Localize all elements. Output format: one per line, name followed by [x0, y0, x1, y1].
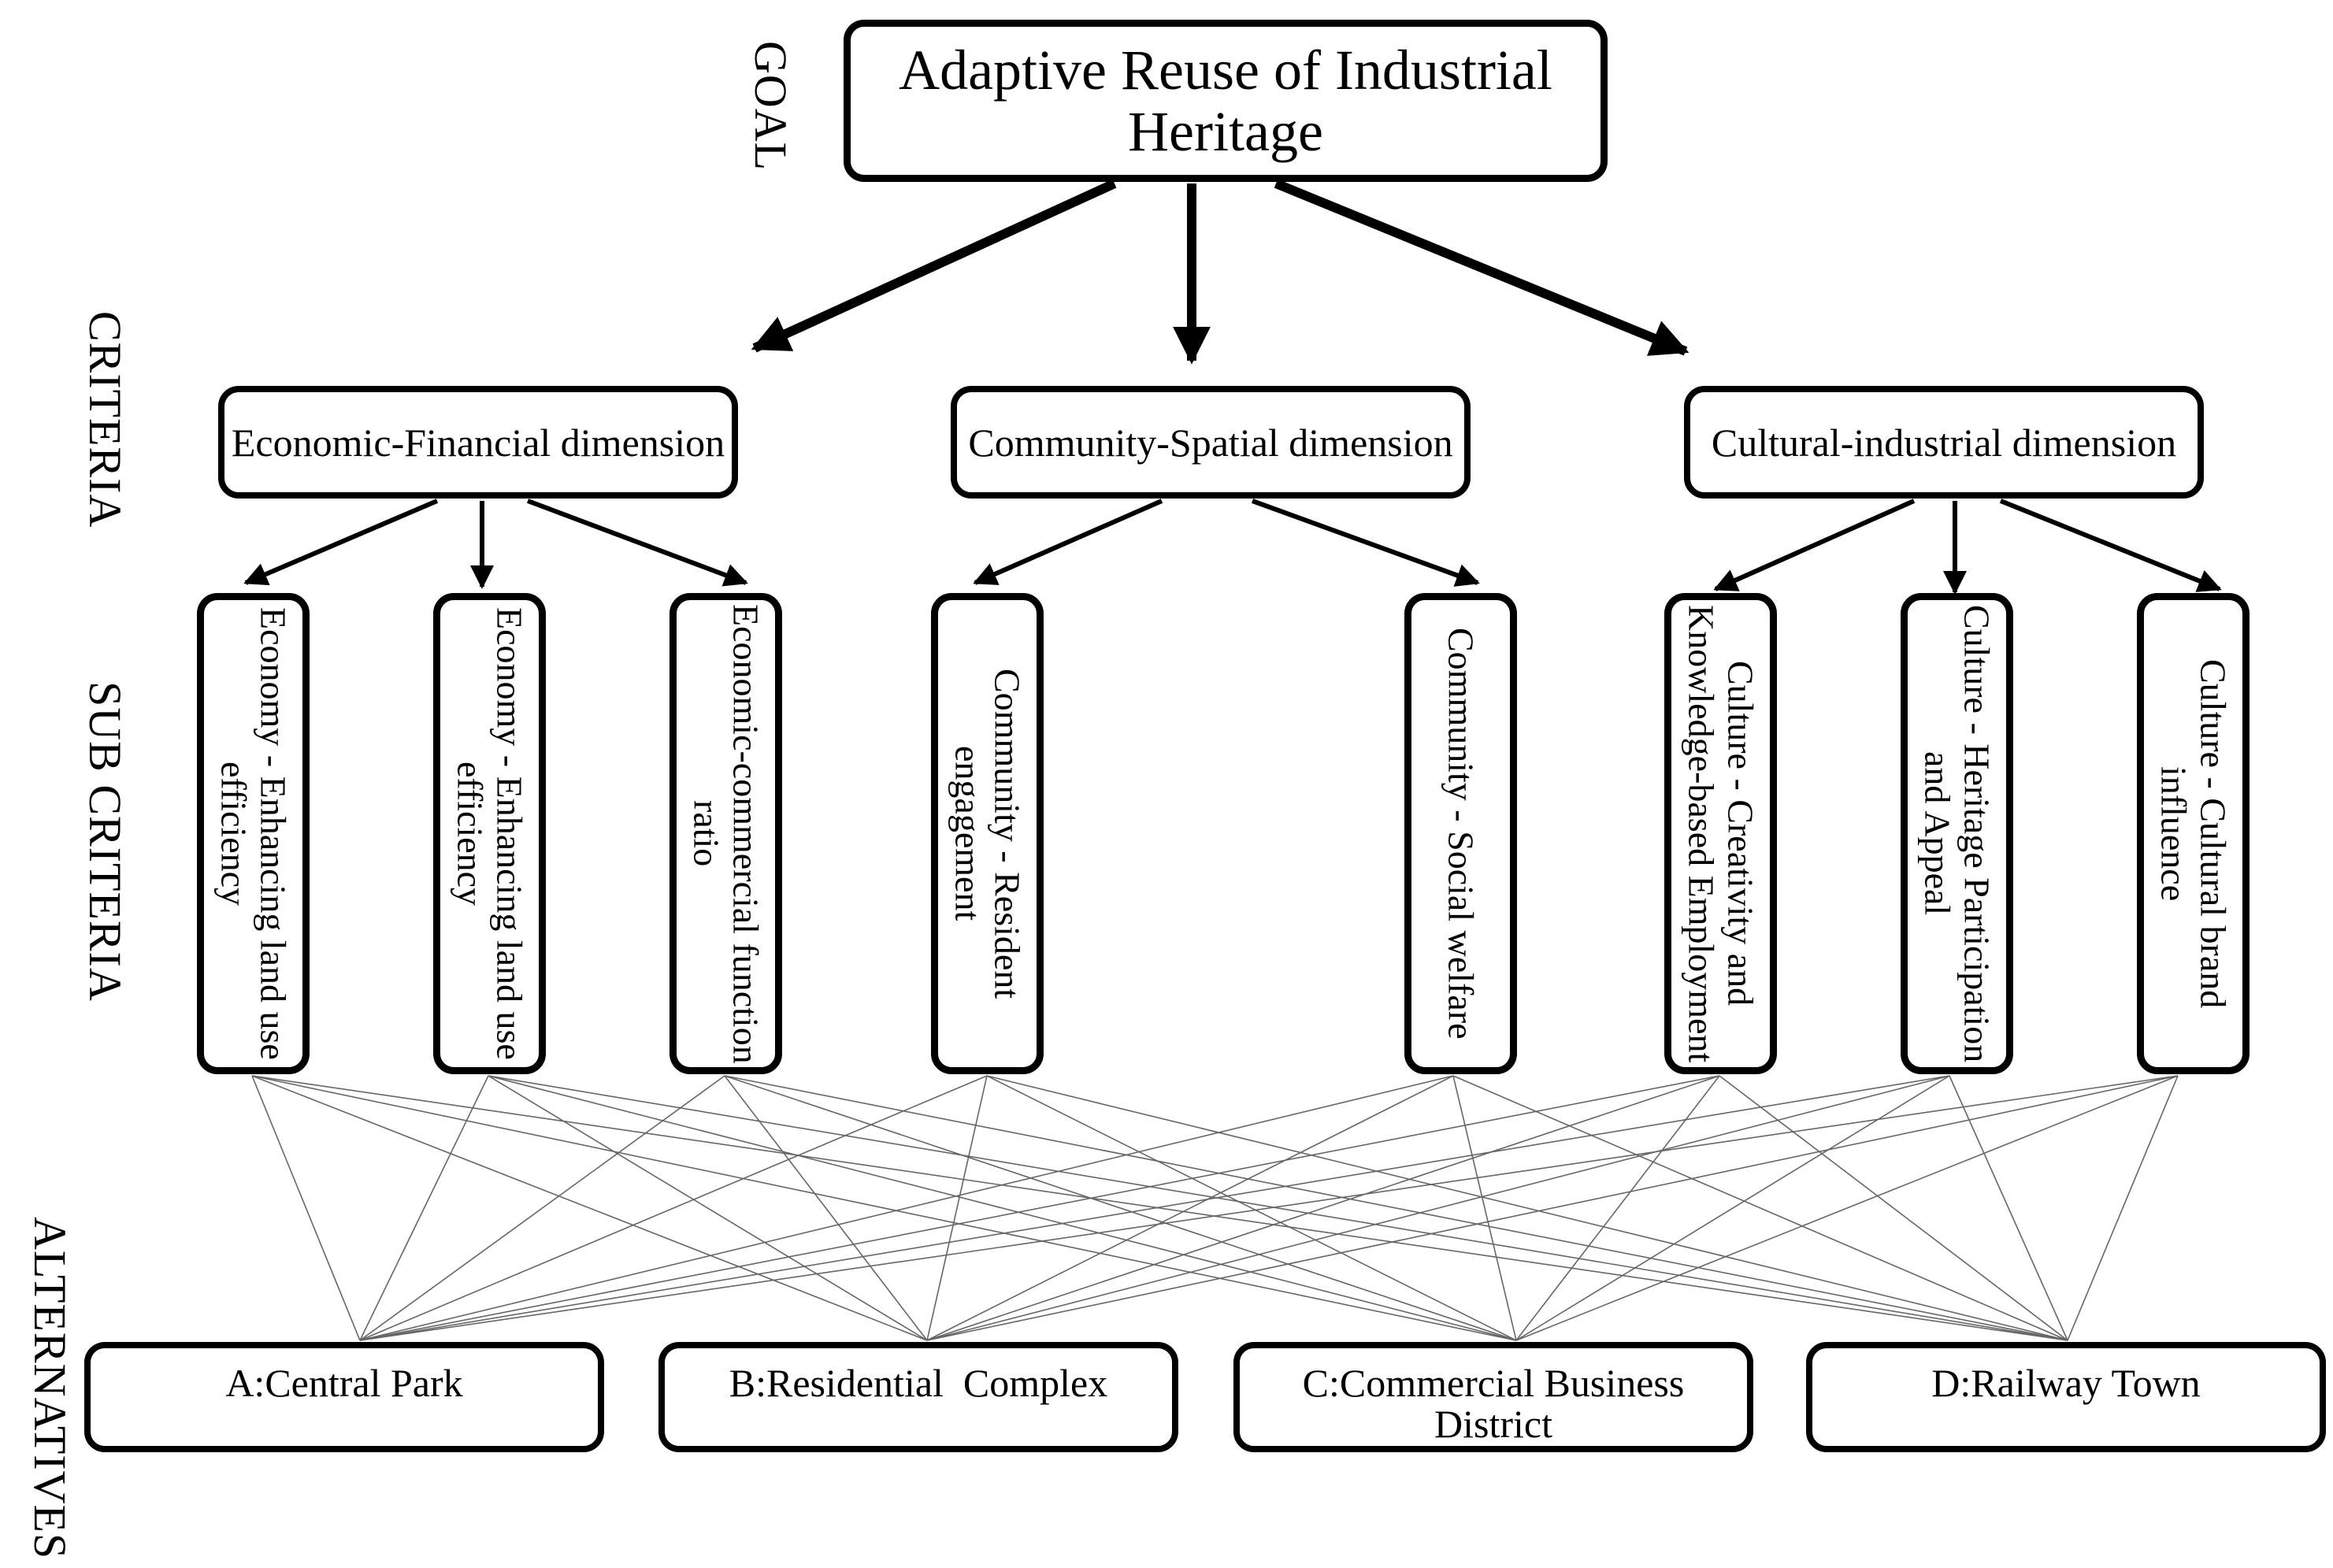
sub-to-alternative-line	[359, 1075, 2179, 1341]
criterion-to-sub-criterion-arrow	[1713, 499, 1916, 591]
sub-criteria-arrows	[243, 499, 2222, 595]
goal-box: Adaptive Reuse of Industrial Heritage	[844, 20, 1608, 182]
sub-to-alternative-line	[2067, 1075, 2179, 1341]
alternative-link-lines	[251, 1075, 2179, 1341]
sub-criterion-economy-land-use-1: Economy - Enhancing land use efficiency	[197, 593, 310, 1074]
sub-to-alternative-line	[359, 1075, 1950, 1341]
goal-to-criterion-arrow	[751, 179, 1117, 353]
level-label-goal: GOAL	[745, 41, 796, 172]
sub-to-alternative-line	[926, 1075, 1720, 1341]
sub-to-alternative-line	[1452, 1075, 1517, 1341]
criterion-to-sub-criterion-arrow	[1999, 499, 2222, 592]
sub-criterion-label: Economy - Enhancing land use efficiency	[213, 607, 294, 1060]
sub-to-alternative-line	[359, 1075, 1720, 1341]
sub-criterion-community-social-welfare: Community - Social welfare	[1404, 593, 1517, 1074]
sub-to-alternative-line	[488, 1075, 928, 1341]
alternative-b-residential-complex: B:Residential Complex	[658, 1342, 1178, 1452]
sub-criterion-culture-brand-influence: Culture - Cultural brand influence	[2137, 593, 2250, 1074]
goal-label: Adaptive Reuse of Industrial Heritage	[899, 39, 1552, 163]
sub-criterion-label: Community - Resident engagement	[948, 668, 1028, 999]
sub-criterion-label: Culture - Cultural brand influence	[2153, 658, 2234, 1009]
alternative-label: C:Commercial Business District	[1302, 1361, 1685, 1446]
sub-to-alternative-line	[251, 1075, 1517, 1341]
sub-criterion-economy-land-use-2: Economy - Enhancing land use efficiency	[433, 593, 546, 1074]
sub-criterion-community-resident-engagement: Community - Resident engagement	[931, 593, 1044, 1074]
sub-to-alternative-line	[926, 1075, 2179, 1341]
alternative-a-central-park: A:Central Park	[84, 1342, 604, 1452]
sub-to-alternative-line	[926, 1075, 1950, 1341]
sub-to-alternative-line	[359, 1075, 489, 1341]
alternative-label: B:Residential Complex	[729, 1361, 1108, 1405]
sub-to-alternative-line	[1515, 1075, 1950, 1341]
sub-to-alternative-line	[359, 1075, 1454, 1341]
alternative-d-railway-town: D:Railway Town	[1806, 1342, 2326, 1452]
sub-to-alternative-line	[1515, 1075, 2179, 1341]
sub-criterion-label: Culture - Heritage Participation and App…	[1917, 604, 1997, 1063]
sub-to-alternative-line	[724, 1075, 928, 1341]
criterion-label: Cultural-industrial dimension	[1711, 420, 2177, 465]
criterion-to-sub-criterion-arrow	[526, 499, 748, 587]
sub-to-alternative-line	[926, 1075, 1454, 1341]
sub-to-alternative-line	[251, 1075, 928, 1341]
sub-to-alternative-line	[1949, 1075, 2068, 1341]
sub-to-alternative-line	[986, 1075, 2068, 1341]
level-label-criteria: CRITERIA	[80, 311, 131, 528]
sub-to-alternative-line	[724, 1075, 2068, 1341]
criteria-arrows	[751, 179, 1689, 365]
sub-to-alternative-line	[251, 1075, 2068, 1341]
sub-to-alternative-line	[251, 1075, 361, 1341]
goal-to-criterion-arrow	[1274, 179, 1689, 356]
criterion-label: Community-Spatial dimension	[968, 420, 1453, 465]
criterion-to-sub-criterion-arrow	[1251, 499, 1480, 587]
criterion-to-sub-criterion-arrow	[243, 499, 439, 586]
sub-to-alternative-line	[1452, 1075, 2068, 1341]
sub-criterion-culture-creativity-employment: Culture - Creativity and Knowledge-based…	[1664, 593, 1777, 1074]
level-label-sub-criteria: SUB CRITERIA	[80, 681, 131, 1002]
sub-criterion-label: Economic-commercial function ratio	[686, 603, 766, 1064]
sub-to-alternative-line	[359, 1075, 988, 1341]
sub-to-alternative-line	[926, 1075, 988, 1341]
sub-to-alternative-line	[488, 1075, 1517, 1341]
level-label-alternatives: ALTERNATIVES	[24, 1217, 76, 1560]
sub-to-alternative-line	[359, 1075, 725, 1341]
criterion-label: Economic-Financial dimension	[231, 420, 725, 465]
criterion-community-spatial: Community-Spatial dimension	[951, 386, 1471, 499]
sub-to-alternative-line	[986, 1075, 1517, 1341]
sub-to-alternative-line	[1719, 1075, 2068, 1341]
sub-criterion-economic-commercial-ratio: Economic-commercial function ratio	[669, 593, 782, 1074]
criterion-to-sub-criterion-arrow	[973, 499, 1163, 585]
sub-criterion-culture-heritage-participation: Culture - Heritage Participation and App…	[1901, 593, 2013, 1074]
sub-to-alternative-line	[488, 1075, 2068, 1341]
sub-criterion-label: Community - Social welfare	[1441, 628, 1482, 1040]
alternative-label: D:Railway Town	[1931, 1361, 2201, 1405]
sub-criterion-label: Economy - Enhancing land use efficiency	[450, 607, 530, 1060]
sub-criterion-label: Culture - Creativity and Knowledge-based…	[1681, 604, 1761, 1063]
alternative-label: A:Central Park	[225, 1361, 463, 1405]
alternative-c-commercial-business-district: C:Commercial Business District	[1233, 1342, 1753, 1452]
criterion-cultural-industrial: Cultural-industrial dimension	[1684, 386, 2204, 499]
criterion-economic-financial: Economic-Financial dimension	[218, 386, 738, 499]
sub-to-alternative-line	[724, 1075, 1517, 1341]
